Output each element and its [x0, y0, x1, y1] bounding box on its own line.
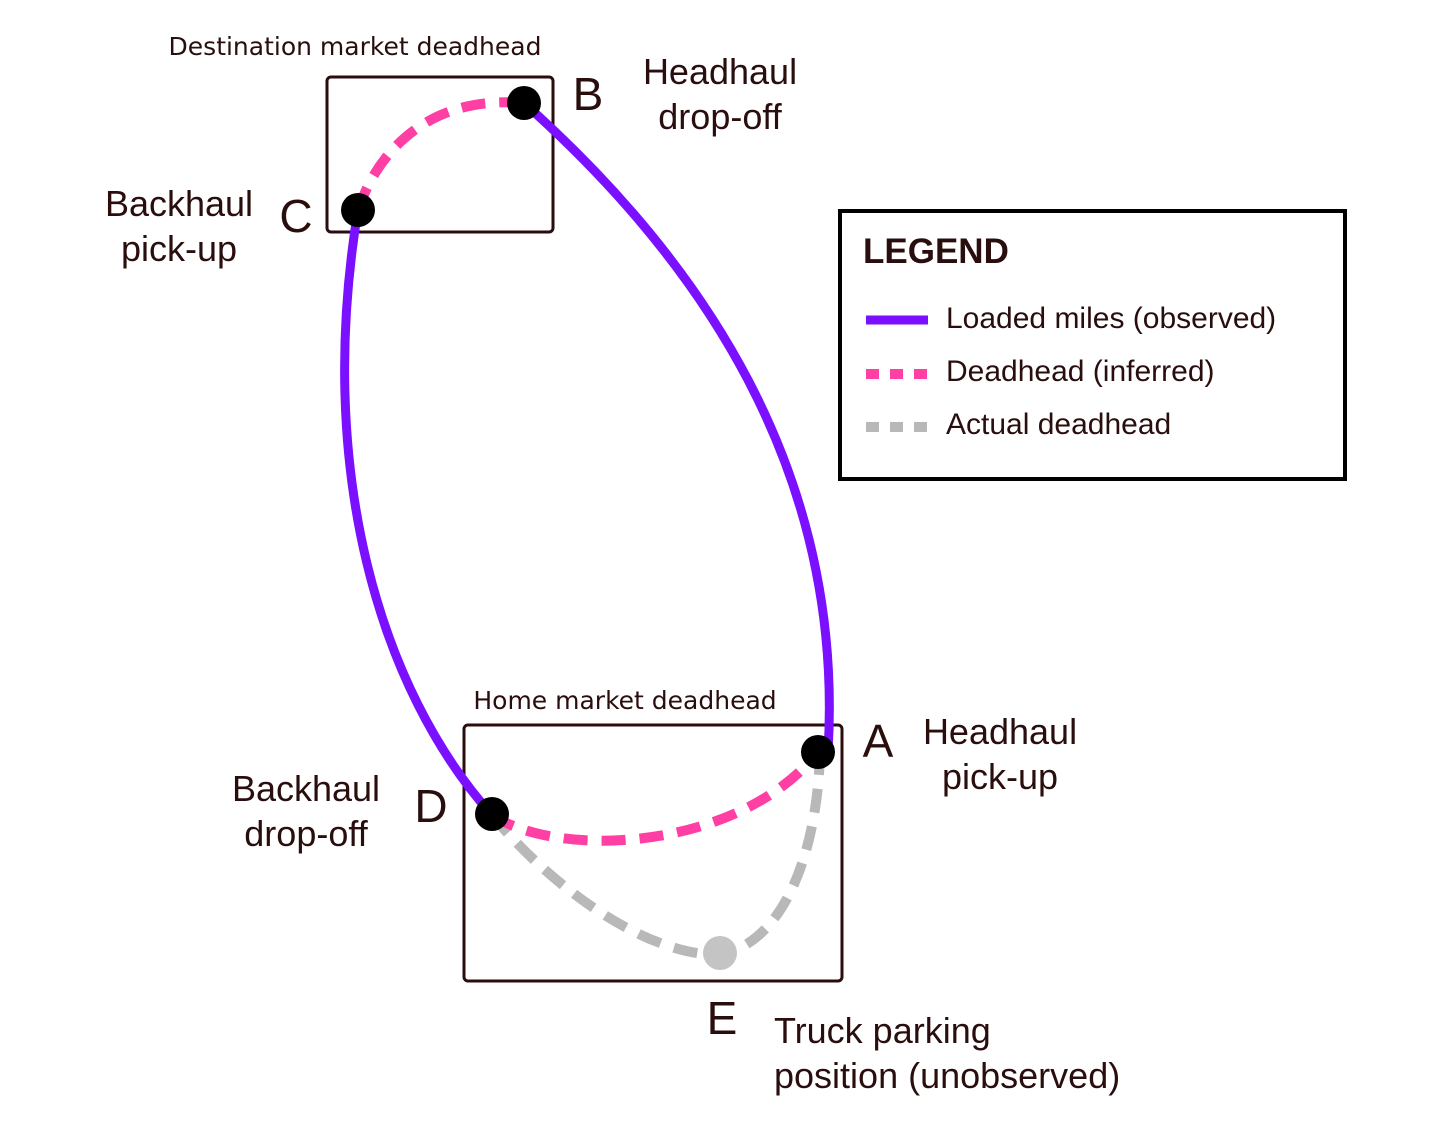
legend-title: LEGEND: [863, 232, 1009, 271]
home-market-box: [462, 723, 844, 983]
destination-market-box: [325, 75, 555, 234]
point-c-label-line2: pick-up: [121, 228, 237, 269]
legend-actual-deadhead-label: Actual deadhead: [946, 408, 1171, 441]
home-deadhead-path: [489, 748, 822, 846]
destination-deadhead-path: [353, 97, 525, 212]
point-e-letter: E: [707, 992, 738, 1044]
legend-box: [838, 209, 1347, 481]
legend-deadhead-inferred-label: Deadhead (inferred): [946, 355, 1215, 388]
headhaul-loaded-path: [521, 99, 834, 753]
destination-market-label: Destination market deadhead: [169, 32, 542, 61]
point-d-label-line2: drop-off: [244, 813, 368, 854]
point-a-label-line2: pick-up: [942, 756, 1058, 797]
legend: LEGEND Loaded miles (observed) Deadhead …: [838, 209, 1347, 481]
point-e-label-line1: Truck parking: [774, 1010, 991, 1051]
actual-deadhead-path: [488, 751, 825, 961]
backhaul-loaded-path: [340, 209, 496, 819]
point-c-label-line1: Backhaul: [105, 183, 253, 224]
point-a-marker: [801, 735, 835, 769]
point-b-marker: [507, 86, 541, 120]
point-a-label-line1: Headhaul: [923, 711, 1077, 752]
point-c-letter: C: [279, 190, 312, 242]
point-e-marker: [703, 936, 737, 970]
point-b-label-line2: drop-off: [658, 96, 782, 137]
point-e-label-line2: position (unobserved): [774, 1055, 1120, 1096]
point-d-label-line1: Backhaul: [232, 768, 380, 809]
point-a-letter: A: [863, 715, 894, 767]
point-b-letter: B: [573, 68, 604, 120]
point-d-marker: [475, 797, 509, 831]
legend-loaded-label: Loaded miles (observed): [946, 302, 1276, 335]
home-market-label: Home market deadhead: [473, 686, 776, 715]
point-b-label-line1: Headhaul: [643, 51, 797, 92]
point-d-letter: D: [414, 780, 447, 832]
point-c-marker: [341, 193, 375, 227]
